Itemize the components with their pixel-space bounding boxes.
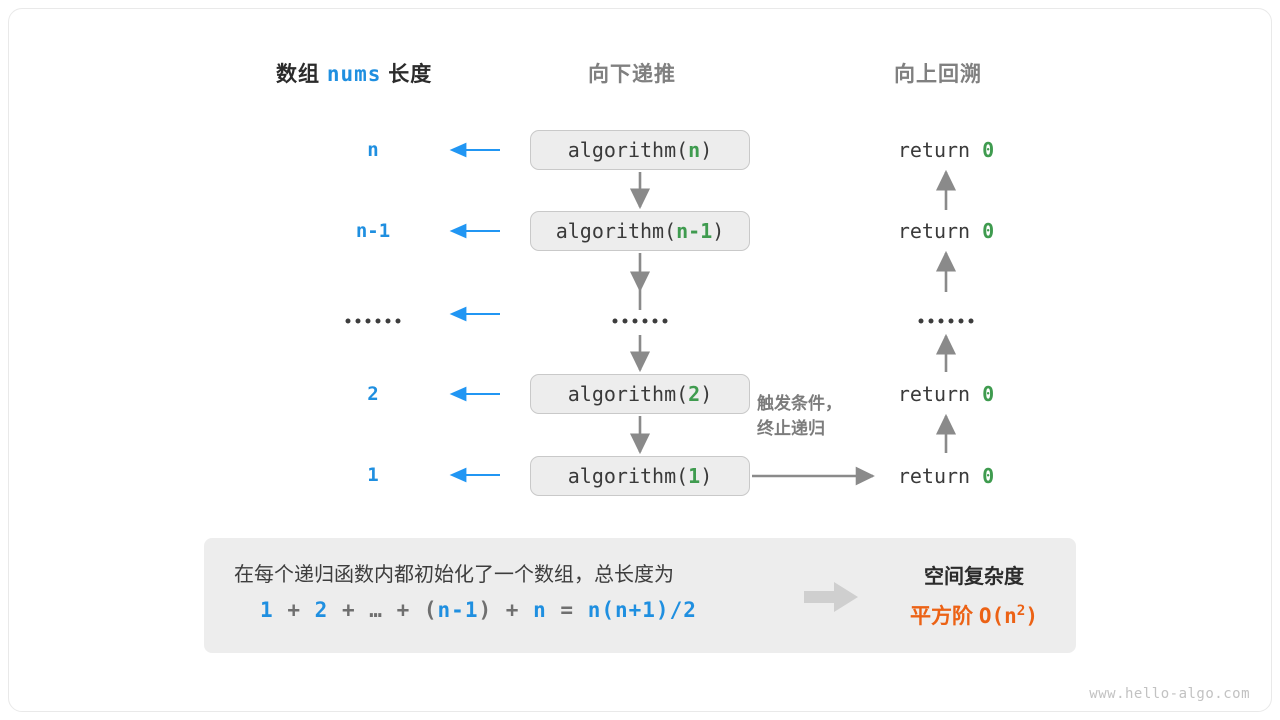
call-suffix: ) (700, 382, 713, 406)
header-array-code: nums (326, 62, 382, 86)
formula-op-1: + (287, 598, 301, 622)
return-ellipsis (918, 318, 974, 324)
summary-formula: 1 + 2 + … + (n-1) + n = n(n+1)/2 (260, 598, 697, 622)
return-value: 0 (982, 219, 995, 243)
call-suffix: ) (700, 464, 713, 488)
formula-term-2: 2 (314, 598, 329, 622)
formula-paren-open: ( (423, 598, 438, 622)
header-array-suffix: 长度 (388, 63, 433, 86)
length-label-row-1: n-1 (355, 220, 391, 242)
length-label-row-3: 2 (367, 383, 379, 405)
return-label-row-0: return 0 (898, 138, 994, 162)
complexity-label: 平方阶 (909, 605, 973, 628)
call-box-row-3[interactable]: algorithm(2) (530, 374, 750, 414)
call-prefix: algorithm( (567, 382, 689, 406)
length-label-row-4: 1 (367, 464, 379, 486)
complexity-notation-open: O(n (978, 604, 1017, 628)
formula-op-4: + (505, 598, 520, 622)
formula-equals: = (560, 598, 575, 622)
call-argument: n (688, 138, 701, 162)
call-box-row-1[interactable]: algorithm(n-1) (530, 211, 750, 251)
call-box-row-4[interactable]: algorithm(1) (530, 456, 750, 496)
call-prefix: algorithm( (555, 219, 677, 243)
formula-term-3: n-1 (437, 598, 479, 622)
space-complexity-title: 空间复杂度 (924, 566, 1024, 588)
call-argument: n-1 (676, 219, 713, 243)
summary-arrow-icon (804, 582, 858, 612)
return-value: 0 (982, 464, 995, 488)
space-complexity-value: 平方阶 O(n2) (874, 600, 1074, 630)
header-recursion-down: 向下递推 (588, 63, 676, 86)
length-label-row-0: n (367, 139, 379, 161)
call-suffix: ) (712, 219, 725, 243)
summary-description: 在每个递归函数内都初始化了一个数组，总长度为 (234, 564, 674, 586)
formula-term-1: 1 (260, 598, 274, 622)
formula-paren-close: ) (478, 598, 493, 622)
return-keyword: return (897, 464, 971, 488)
watermark: www.hello-algo.com (1089, 686, 1250, 702)
return-keyword: return (897, 382, 971, 406)
complexity-notation-close: ) (1025, 604, 1039, 628)
return-keyword: return (897, 138, 971, 162)
call-ellipsis (612, 318, 668, 324)
complexity-notation: O(n2) (978, 603, 1039, 628)
header-backtrack-up: 向上回溯 (894, 63, 982, 86)
header-array-prefix: 数组 (276, 63, 320, 86)
formula-ellipsis: … (369, 598, 383, 622)
call-prefix: algorithm( (567, 138, 689, 162)
return-label-row-1: return 0 (898, 219, 994, 243)
summary-panel: 在每个递归函数内都初始化了一个数组，总长度为 1 + 2 + … + (n-1)… (204, 538, 1076, 653)
return-value: 0 (982, 138, 995, 162)
call-argument: 2 (688, 382, 701, 406)
return-value: 0 (982, 382, 995, 406)
formula-term-4: n (533, 598, 547, 622)
terminate-note-line-2: 终止递归 (757, 418, 825, 438)
formula-result: n(n+1)/2 (587, 598, 697, 622)
call-prefix: algorithm( (567, 464, 689, 488)
return-keyword: return (897, 219, 971, 243)
terminate-condition-note: 触发条件， 终止递归 (757, 392, 842, 441)
header-array-length: 数组 nums 长度 (276, 58, 432, 88)
formula-op-3: + (396, 598, 411, 622)
complexity-exponent: 2 (1016, 603, 1026, 619)
formula-op-2: + (341, 598, 356, 622)
length-arrows (449, 142, 500, 483)
return-label-row-4: return 0 (898, 464, 994, 488)
call-suffix: ) (700, 138, 713, 162)
call-argument: 1 (688, 464, 701, 488)
call-box-row-0[interactable]: algorithm(n) (530, 130, 750, 170)
terminate-note-line-1: 触发条件， (757, 394, 842, 413)
length-ellipsis (345, 318, 401, 324)
return-label-row-3: return 0 (898, 382, 994, 406)
